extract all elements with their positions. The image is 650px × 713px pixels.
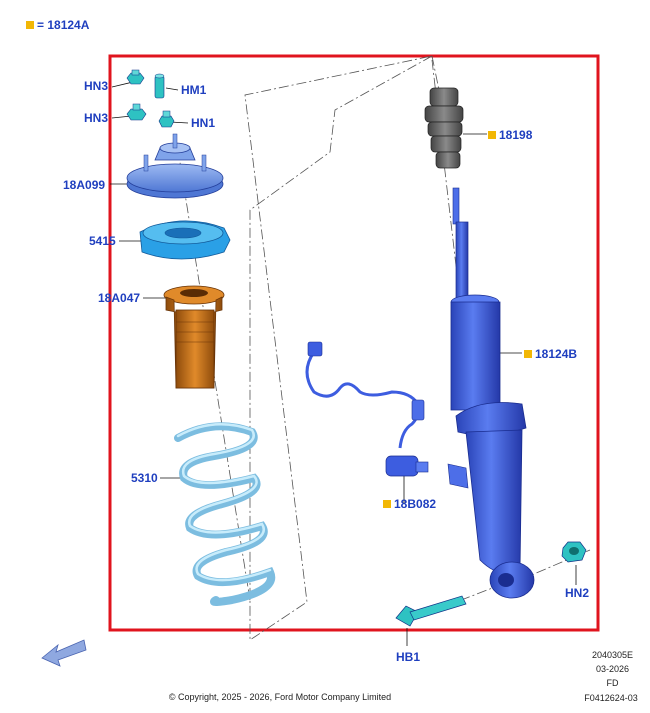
callout-hn2: HN2 (565, 586, 590, 600)
callout-5310: 5310 (131, 471, 158, 485)
upper-mount-18A099 (126, 133, 224, 199)
callout-hb1: HB1 (396, 650, 421, 664)
hm1-stud (154, 73, 165, 99)
callout-18A099: 18A099 (63, 178, 106, 192)
callout-5415: 5415 (89, 234, 116, 248)
sensor-harness-18B082 (305, 341, 429, 477)
shock-absorber-18124B (447, 187, 535, 599)
callout-18198: 18198 (488, 128, 532, 142)
copyright-notice: © Copyright, 2025 - 2026, Ford Motor Com… (168, 692, 392, 702)
hn2-nut (561, 541, 587, 563)
legend-text: = 18124A (37, 18, 90, 32)
coil-spring-5310 (174, 422, 276, 606)
callout-hn3-top: HN3 (84, 79, 109, 93)
callout-hn3-mid: HN3 (84, 111, 109, 125)
callout-18A047: 18A047 (98, 291, 141, 305)
footer-region: FD (606, 678, 619, 688)
legend: = 18124A (26, 18, 89, 32)
callout-hn1: HN1 (191, 116, 216, 130)
service-marker-icon (488, 131, 496, 139)
dust-boot-18A047 (163, 285, 225, 389)
service-marker-icon (383, 500, 391, 508)
coil-spring-5310-highlight (176, 423, 272, 582)
callout-18124B: 18124B (524, 347, 577, 361)
callout-hm1: HM1 (181, 83, 207, 97)
service-marker-icon (524, 350, 532, 358)
hn3-mid-nut (126, 103, 147, 121)
bump-stop-18198 (424, 87, 464, 169)
isolator-5415 (139, 220, 231, 260)
callout-18B082: 18B082 (383, 497, 436, 511)
assembly-frame (108, 54, 600, 632)
previous-view-arrow-icon[interactable] (41, 639, 87, 667)
hn1-nut (158, 110, 175, 128)
hb1-bolt (395, 595, 467, 627)
legend-marker-icon (26, 21, 34, 29)
footer-code-1: 2040305E (591, 650, 634, 660)
footer-date: 03-2026 (595, 664, 630, 674)
hn3-top-nut (126, 69, 145, 85)
footer-code-2: F0412624-03 (584, 693, 638, 703)
